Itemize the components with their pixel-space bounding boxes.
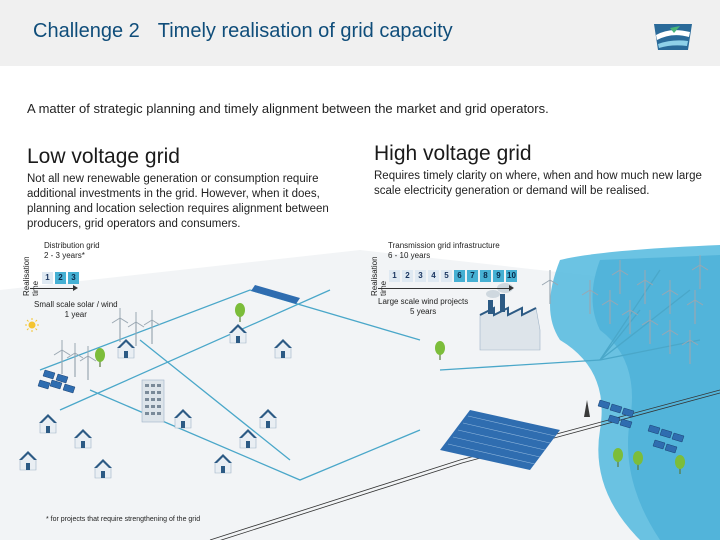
hv-year-box: 1 [389,270,400,282]
grid-lines [39,269,701,481]
hv-timeline-arrow [378,285,514,296]
lv-year-boxes: 1 2 3 [42,272,79,284]
hv-year-box: 7 [467,270,478,282]
hv-year-box: 3 [415,270,426,282]
challenge-title: Timely realisation of grid capacity [157,20,453,42]
grid-illustration [0,245,720,540]
footnote: * for projects that require strengthenin… [46,516,201,523]
low-voltage-heading: Low voltage grid [27,145,180,168]
lv-year-box: 2 [55,272,66,284]
hv-year-box: 2 [402,270,413,282]
sun-icon [25,318,39,332]
hv-year-box: 8 [480,270,491,282]
lv-timeline-arrow [30,285,78,296]
large-wind-label: Large scale wind projects 5 years [378,297,469,316]
lv-year-box: 3 [68,272,79,284]
page-subtitle: A matter of strategic planning and timel… [27,101,549,116]
page-title: Challenge 2 Timely realisation of grid ca… [33,20,453,43]
hv-timeline-label: Transmission grid infrastructure 6 - 10 … [388,241,500,260]
company-logo-icon [654,24,692,50]
hv-year-box: 5 [441,270,452,282]
header-band [0,0,720,66]
hv-year-boxes: 1 2 3 4 5 6 7 8 9 10 [389,270,517,282]
hv-year-box: 6 [454,270,465,282]
hv-year-box: 4 [428,270,439,282]
office-building [141,379,165,423]
lv-year-box: 1 [42,272,53,284]
high-voltage-heading: High voltage grid [374,142,532,165]
low-voltage-text: Not all new renewable generation or cons… [27,173,329,230]
lv-timeline-label: Distribution grid 2 - 3 years* [44,241,100,260]
hv-year-box: 9 [493,270,504,282]
challenge-number: Challenge 2 [33,20,140,42]
high-voltage-text: Requires timely clarity on where, when a… [374,170,702,197]
solar-wind-label: Small scale solar / wind 1 year [34,300,118,319]
hv-year-box: 10 [506,270,517,282]
